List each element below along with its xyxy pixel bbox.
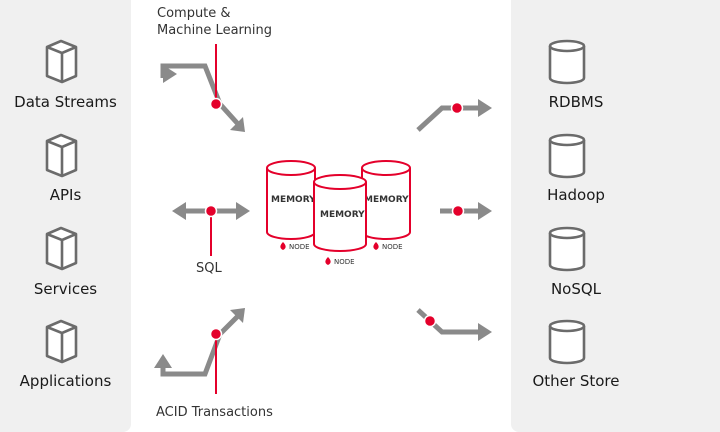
other-store-output-arrow-icon (416, 308, 492, 341)
memory-label: MEMORY (364, 195, 409, 205)
rdbms-output-arrow-icon (416, 99, 492, 132)
node-label: NODE (382, 243, 403, 251)
node-label: NODE (289, 243, 310, 251)
memory-node-center: MEMORY NODE (313, 174, 367, 266)
store-label-other-store: Other Store (532, 372, 620, 390)
compute-caption: Compute & Machine Learning (157, 5, 272, 39)
memory-node-left: MEMORY NODE (266, 160, 316, 251)
hadoop-output-arrow-icon (440, 202, 492, 220)
hadoop-database-icon (548, 133, 586, 179)
data-stores-panel (511, 0, 720, 432)
source-label-data-streams: Data Streams (14, 93, 117, 111)
applications-cube-icon (45, 319, 78, 364)
store-label-rdbms: RDBMS (548, 93, 604, 111)
memory-label: MEMORY (271, 195, 316, 205)
compute-caption-line2: Machine Learning (157, 23, 272, 38)
node-flame-icon (280, 242, 286, 250)
source-label-apis: APIs (49, 186, 82, 204)
store-label-hadoop: Hadoop (547, 186, 605, 204)
memory-label: MEMORY (320, 210, 365, 220)
apis-cube-icon (45, 133, 78, 178)
node-flame-icon (373, 242, 379, 250)
store-label-nosql: NoSQL (550, 280, 602, 298)
sql-arrow-icon (172, 202, 250, 256)
data-streams-cube-icon (45, 39, 78, 84)
acid-arrow-icon (154, 308, 245, 394)
acid-caption: ACID Transactions (156, 405, 273, 420)
node-flame-icon (325, 257, 331, 265)
rdbms-database-icon (548, 39, 586, 85)
compute-caption-line1: Compute & (157, 6, 231, 21)
memory-node-right: MEMORY NODE (361, 160, 411, 251)
compute-arrow-icon (160, 44, 245, 132)
node-label: NODE (334, 258, 355, 266)
source-label-services: Services (33, 280, 98, 298)
sql-caption: SQL (196, 261, 222, 276)
services-cube-icon (45, 226, 78, 271)
other-store-database-icon (548, 319, 586, 365)
nosql-database-icon (548, 226, 586, 272)
source-label-applications: Applications (19, 372, 112, 390)
